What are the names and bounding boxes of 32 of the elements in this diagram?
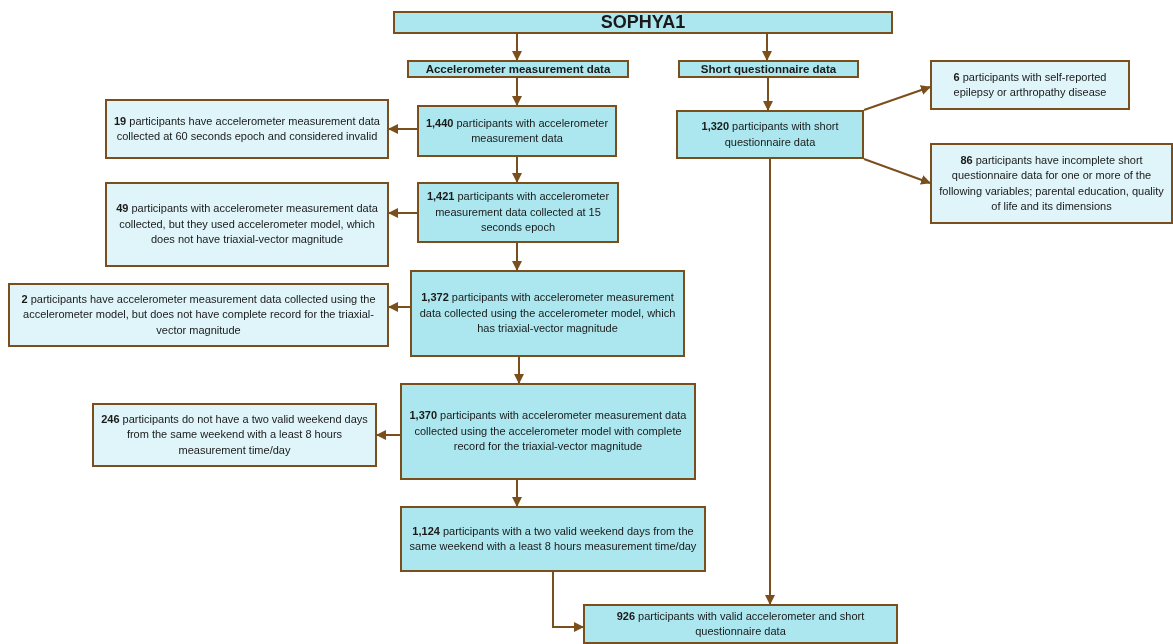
arrow xyxy=(765,158,775,605)
exclusion-box: 6 participants with self-reported epilepsy or arthropathy disease xyxy=(930,60,1130,110)
arrow xyxy=(388,208,418,218)
process-box: 1,124 participants with a two valid weekend days from the same weekend with a least 8 hours measurement time/day xyxy=(400,506,706,572)
arrow xyxy=(863,85,931,111)
process-box: 1,440 participants with accelerometer measurement data xyxy=(417,105,617,157)
arrow xyxy=(512,156,522,183)
process-box: 926 participants with valid accelerometer and short questionnaire data xyxy=(583,604,898,644)
exclusion-box: 49 participants with accelerometer measurement data collected, but they used accelerometer model, which does not have triaxial-vector magnitude xyxy=(105,182,389,267)
arrow xyxy=(763,77,773,111)
category-box: Accelerometer measurement data xyxy=(407,60,629,78)
process-box: 1,320 participants with short questionnaire data xyxy=(676,110,864,159)
process-box: 1,370 participants with accelerometer measurement data collected using the accelerometer model with complete record for the triaxial-vector magnitude xyxy=(400,383,696,480)
arrow xyxy=(512,33,522,61)
arrow xyxy=(762,33,772,61)
arrow xyxy=(388,124,418,134)
arrow xyxy=(552,571,584,632)
arrow xyxy=(863,158,931,185)
arrow xyxy=(376,430,401,440)
arrow xyxy=(512,479,522,507)
arrow xyxy=(512,242,522,271)
exclusion-box: 2 participants have accelerometer measurement data collected using the accelerometer model, but does not have complete record for the triaxial-vector magnitude xyxy=(8,283,389,347)
process-box: 1,421 participants with accelerometer measurement data collected at 15 seconds epoch xyxy=(417,182,619,243)
exclusion-box: 86 participants have incomplete short questionnaire data for one or more of the following variables; parental education, quality of life and its dimensions xyxy=(930,143,1173,224)
arrow xyxy=(388,302,411,312)
category-box: Short questionnaire data xyxy=(678,60,859,78)
title-box: SOPHYA1 xyxy=(393,11,893,34)
process-box: 1,372 participants with accelerometer measurement data collected using the accelerometer model, which has triaxial-vector magnitude xyxy=(410,270,685,357)
arrow xyxy=(514,356,524,384)
exclusion-box: 19 participants have accelerometer measurement data collected at 60 seconds epoch and considered invalid xyxy=(105,99,389,159)
exclusion-box: 246 participants do not have a two valid weekend days from the same weekend with a least 8 hours measurement time/day xyxy=(92,403,377,467)
arrow xyxy=(512,77,522,106)
